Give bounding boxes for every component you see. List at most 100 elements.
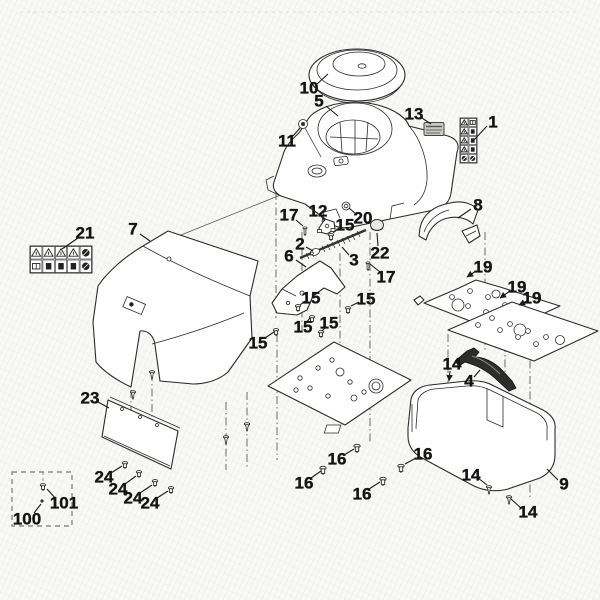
leader-line-2 [305, 246, 314, 252]
leader-line-13 [421, 117, 432, 125]
callout-21: 21 [76, 224, 95, 243]
callout-4: 4 [464, 372, 474, 391]
leader-line-14 [477, 477, 488, 486]
callout-16: 16 [328, 450, 347, 469]
leader-line-11 [292, 127, 301, 137]
leader-line-7 [139, 233, 151, 242]
callout-17: 17 [280, 206, 299, 225]
pictogram-cell [460, 145, 469, 154]
part-4-lever [454, 347, 517, 392]
callout-101: 101 [50, 494, 78, 513]
leader-line-16 [343, 448, 355, 456]
foot-protection-icon [470, 147, 475, 152]
callout-7: 7 [128, 220, 137, 239]
part-2-bushing [309, 248, 320, 256]
callout-2: 2 [295, 235, 304, 254]
pictogram-cell [79, 259, 92, 273]
part-23-flap [101, 396, 181, 470]
pictogram-cell [468, 145, 477, 154]
read-manual-icon [469, 120, 476, 125]
pictogram-cell [42, 259, 55, 273]
leader-line-8 [457, 208, 472, 219]
leader-line-24 [139, 484, 153, 494]
leader-line-24 [124, 475, 137, 485]
leader-line-15 [350, 301, 360, 307]
leader-line-15 [332, 227, 340, 234]
part-100-pin [40, 499, 44, 503]
warning-triangle-icon [460, 145, 469, 153]
slash-mark [83, 249, 89, 256]
leader-line-15 [305, 317, 311, 324]
part-5-housing [265, 101, 459, 229]
leader-line-14 [446, 370, 453, 382]
slash-mark [83, 263, 89, 270]
pictogram-cell [67, 259, 80, 273]
part-20-ring [341, 201, 351, 211]
leader-line-12 [320, 215, 326, 222]
leader-line-17 [295, 219, 304, 227]
callout-100: 100 [13, 510, 41, 529]
callout-24: 24 [109, 480, 128, 499]
leader-line-24 [156, 490, 169, 499]
part-8-handle [418, 201, 481, 244]
leader-line-14 [510, 498, 522, 509]
callout-15: 15 [294, 318, 313, 337]
leader-line-17 [369, 263, 381, 273]
leader-line-15 [321, 326, 327, 332]
pictogram-cell [54, 259, 67, 273]
glove-protection-icon [58, 263, 64, 270]
leader-line-100 [33, 503, 42, 514]
bystander-distance-icon [70, 263, 77, 270]
pictogram-cell [468, 136, 477, 145]
pictogram-cell [67, 246, 80, 260]
warning-triangle-icon [460, 118, 469, 126]
callout-15: 15 [302, 289, 321, 308]
pictogram-cell [460, 118, 469, 127]
callout-14: 14 [519, 503, 538, 522]
callout-22: 22 [371, 244, 390, 263]
slash-mark [462, 156, 467, 161]
leader-line-16 [310, 470, 322, 479]
callout-15: 15 [320, 314, 339, 333]
pictogram-cell [54, 246, 67, 260]
part-13-label [423, 122, 445, 136]
leader-line-19 [499, 290, 511, 299]
part-6-guard-bracket [271, 260, 346, 316]
ear-protection-icon [470, 129, 475, 134]
callout-19: 19 [474, 258, 493, 277]
pictogram-cell [468, 118, 477, 127]
callout-3: 3 [349, 251, 358, 270]
leader-line-5 [325, 105, 339, 117]
warning-triangle-icon [43, 247, 54, 257]
part-12-bracket [317, 218, 336, 235]
leader-line-16 [368, 481, 381, 490]
callout-9: 9 [559, 475, 568, 494]
inset-fastener-box [11, 471, 73, 527]
callout-23: 23 [81, 389, 100, 408]
callout-16: 16 [295, 474, 314, 493]
pictogram-cell [460, 154, 469, 163]
callout-14: 14 [443, 355, 462, 374]
part-1-safety-sticker [459, 117, 478, 164]
leader-line-15 [264, 331, 275, 339]
hand-distance-icon [470, 138, 475, 143]
leader-line-3 [341, 246, 350, 256]
callout-15: 15 [336, 216, 355, 235]
callout-8: 8 [473, 196, 482, 215]
leader-line-6 [295, 259, 307, 268]
callout-5: 5 [314, 92, 323, 111]
callout-19: 19 [508, 278, 527, 297]
leader-line-15 [299, 300, 306, 306]
callout-1: 1 [488, 113, 497, 132]
callout-24: 24 [141, 494, 160, 513]
pictogram-cell [30, 246, 43, 260]
callout-15: 15 [249, 334, 268, 353]
leader-line-19 [518, 299, 528, 306]
callout-19: 19 [523, 289, 542, 308]
leader-line-24 [110, 465, 123, 474]
callout-13: 13 [405, 105, 424, 124]
part-21-warning-sticker [29, 245, 93, 274]
foot-protection-icon [45, 263, 52, 270]
